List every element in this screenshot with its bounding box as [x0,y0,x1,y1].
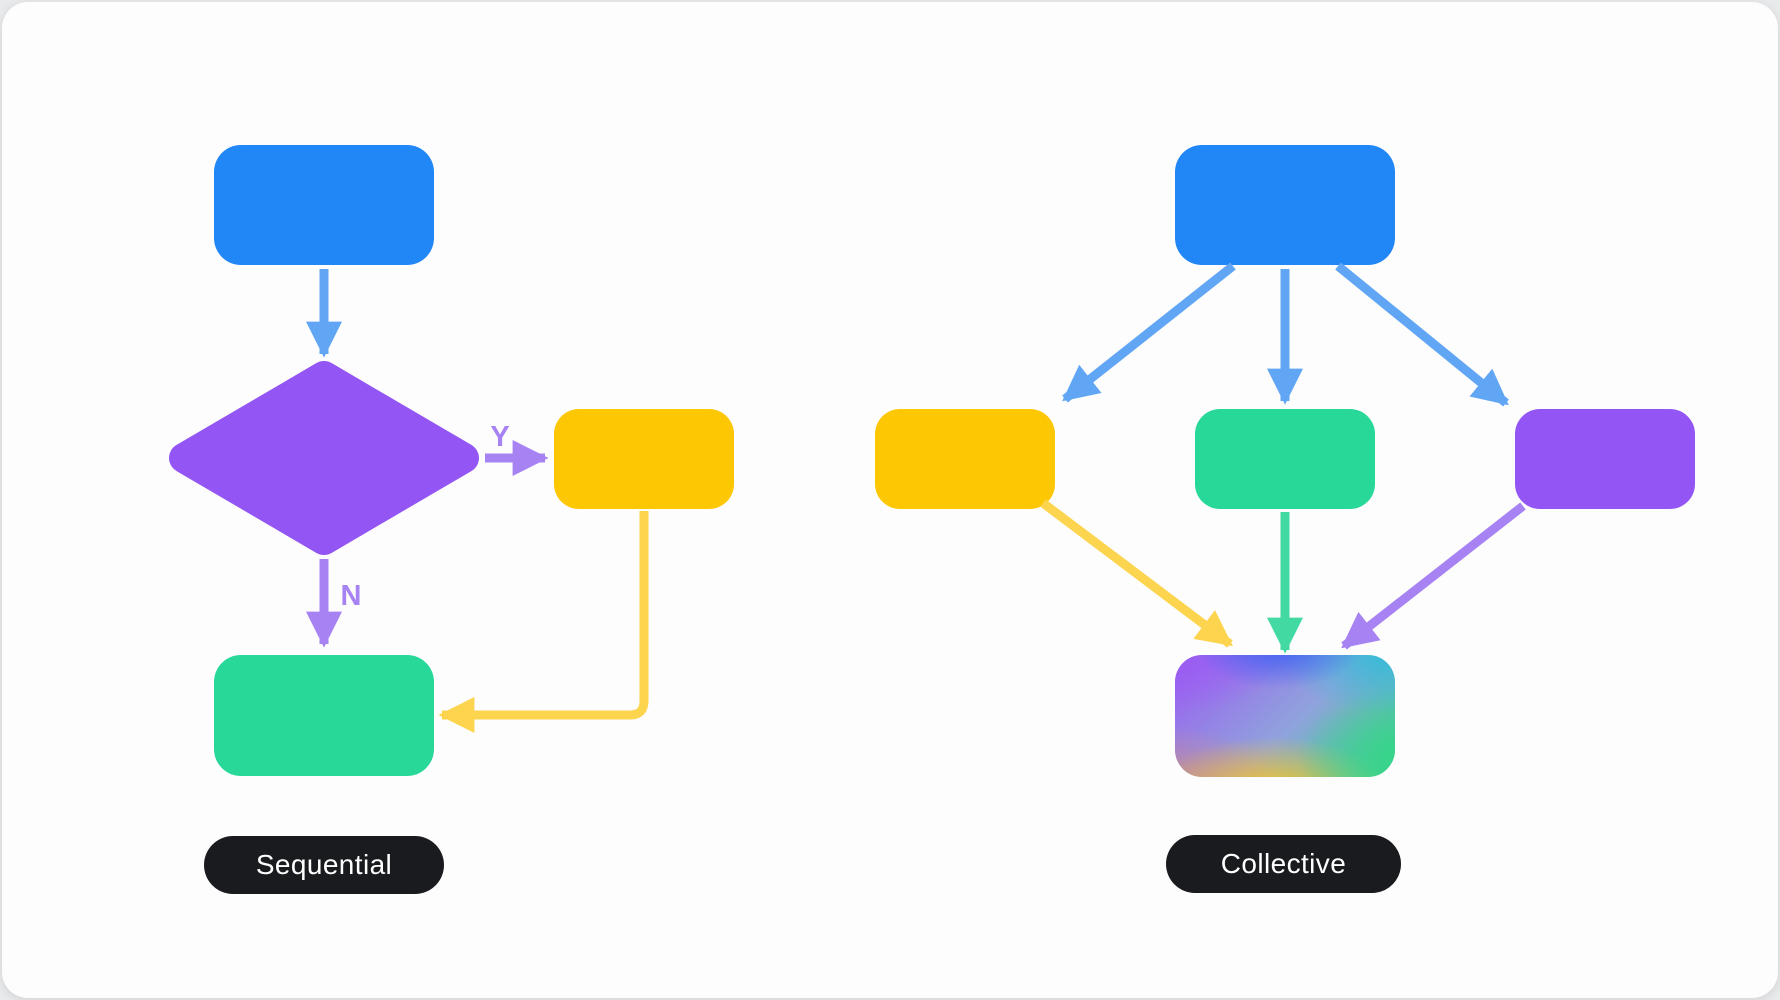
seq-end-node [214,655,434,776]
col-worker3-node [1515,409,1695,509]
seq-yes-node [554,409,734,509]
col-worker1-node [875,409,1055,509]
col-edge-root-to-worker1 [1062,262,1236,403]
col-output-gradient-node [1175,655,1395,777]
col-worker2-node [1195,409,1375,509]
sequential-label-pill: Sequential [204,836,444,894]
col-edge-worker3-to-output [1341,502,1526,650]
sequential-label-text: Sequential [255,849,393,880]
seq-no-label: N [341,580,362,612]
col-edge-worker1-to-output [1040,499,1233,648]
seq-decision-diamond [169,361,479,555]
col-edge-root-to-worker3 [1335,262,1509,407]
seq-yes-label: Y [490,421,509,453]
collective-label-text: Collective [1220,848,1347,879]
col-root-node [1175,145,1395,265]
seq-start-node [214,145,434,265]
seq-edge-yes-to-end [438,511,649,733]
collective-label-pill: Collective [1166,835,1401,893]
